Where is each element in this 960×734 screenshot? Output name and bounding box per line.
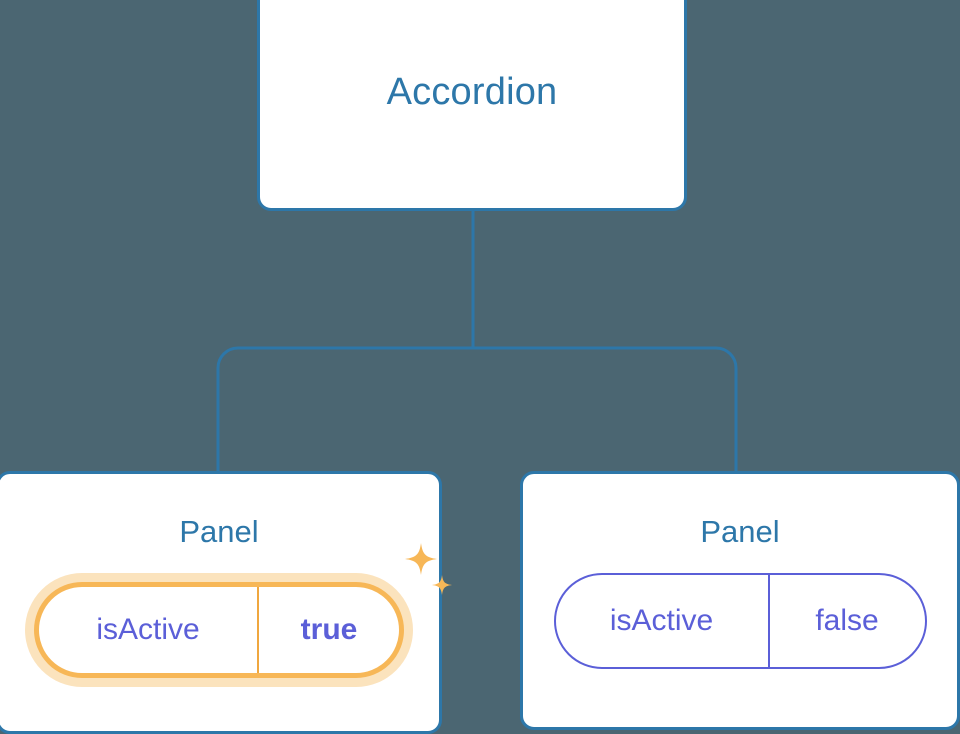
prop-value-label: true bbox=[300, 613, 358, 646]
sparkle-large-icon bbox=[405, 543, 437, 575]
node-panel-left[interactable]: Panel isActive true bbox=[0, 471, 452, 734]
node-accordion-title: Accordion bbox=[386, 71, 558, 113]
node-panel-left-content: Panel isActive true bbox=[0, 474, 452, 731]
prop-pill-isactive-false[interactable]: isActive false bbox=[553, 573, 927, 669]
node-panel-right-title: Panel bbox=[700, 514, 780, 549]
node-panel-right-content: Panel isActive false bbox=[523, 474, 957, 727]
prop-pill-isactive-true[interactable]: isActive true bbox=[34, 582, 404, 678]
prop-value-label: false bbox=[815, 604, 879, 637]
connector-branch-right bbox=[473, 346, 738, 473]
prop-pill-highlight-glow: isActive true bbox=[25, 543, 452, 687]
node-panel-right[interactable]: Panel isActive false bbox=[520, 471, 960, 730]
node-panel-left-title: Panel bbox=[179, 514, 259, 549]
prop-key-label: isActive bbox=[39, 587, 259, 673]
connector-branch-left bbox=[216, 346, 473, 473]
prop-pill-wrap: isActive false bbox=[553, 573, 927, 669]
prop-key-label: isActive bbox=[556, 575, 770, 667]
node-accordion[interactable]: Accordion bbox=[257, 0, 687, 211]
